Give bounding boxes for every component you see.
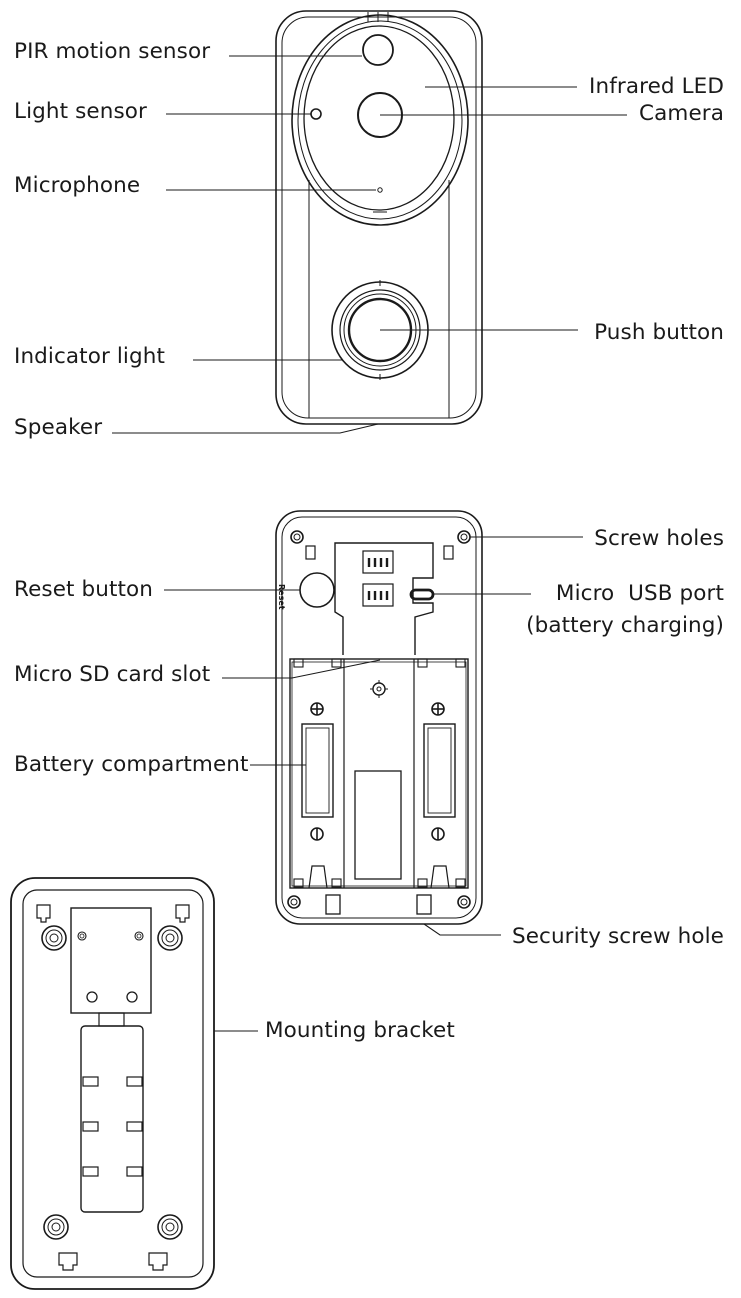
microphone-hole-shape bbox=[377, 187, 383, 193]
lens-cover-middle bbox=[297, 20, 463, 220]
label-infrared-led: Infrared LED bbox=[589, 74, 724, 99]
label-camera: Camera bbox=[639, 101, 724, 126]
label-microphone: Microphone bbox=[14, 173, 141, 198]
back-inner-casing bbox=[281, 516, 477, 919]
battery-slot-right bbox=[423, 723, 456, 818]
module-outline bbox=[334, 542, 434, 655]
label-speaker: Speaker bbox=[14, 415, 103, 440]
label-screw-holes: Screw holes bbox=[594, 526, 724, 551]
bracket-view bbox=[10, 877, 258, 1290]
lens-cover-outer bbox=[291, 14, 469, 226]
light-sensor-shape bbox=[310, 108, 322, 120]
label-micro-usb-port-note: (battery charging) bbox=[526, 613, 724, 638]
back-view bbox=[164, 510, 583, 936]
leader-micro-sd bbox=[222, 659, 381, 679]
label-pir-motion-sensor: PIR motion sensor bbox=[14, 39, 211, 64]
security-screw-hole-left bbox=[325, 894, 341, 915]
bracket-plate bbox=[70, 907, 152, 1014]
security-screw-hole-right bbox=[416, 894, 432, 915]
leader-speaker bbox=[112, 423, 379, 434]
back-outer-casing bbox=[275, 510, 483, 925]
micro-sd-card-slot-shape bbox=[354, 770, 402, 880]
label-reset-button: Reset button bbox=[14, 577, 154, 602]
bracket-outer bbox=[10, 877, 215, 1290]
bracket-slide-plate bbox=[80, 1025, 144, 1213]
reset-marking: Reset bbox=[277, 584, 286, 610]
micro-usb-port-shape bbox=[409, 588, 435, 601]
front-outer-casing bbox=[275, 10, 483, 425]
label-push-button: Push button bbox=[594, 320, 724, 345]
reset-button-shape bbox=[299, 572, 335, 608]
leader-security-screw-hole bbox=[423, 923, 501, 936]
label-battery-compartment: Battery compartment bbox=[14, 752, 249, 777]
label-light-sensor: Light sensor bbox=[14, 99, 147, 124]
battery-slot-left bbox=[301, 723, 334, 818]
bracket-inner bbox=[22, 889, 204, 1278]
label-security-screw-hole: Security screw hole bbox=[511, 924, 724, 949]
label-micro-sd-card-slot: Micro SD card slot bbox=[14, 662, 211, 687]
battery-compartment-frame bbox=[289, 658, 469, 889]
lens-cover-inner bbox=[303, 25, 455, 211]
label-micro-usb-port: Micro USB port bbox=[555, 581, 724, 606]
label-mounting-bracket: Mounting bracket bbox=[265, 1018, 455, 1043]
label-indicator-light: Indicator light bbox=[14, 344, 165, 369]
front-view bbox=[112, 10, 627, 434]
pir-motion-sensor-shape bbox=[362, 34, 394, 66]
